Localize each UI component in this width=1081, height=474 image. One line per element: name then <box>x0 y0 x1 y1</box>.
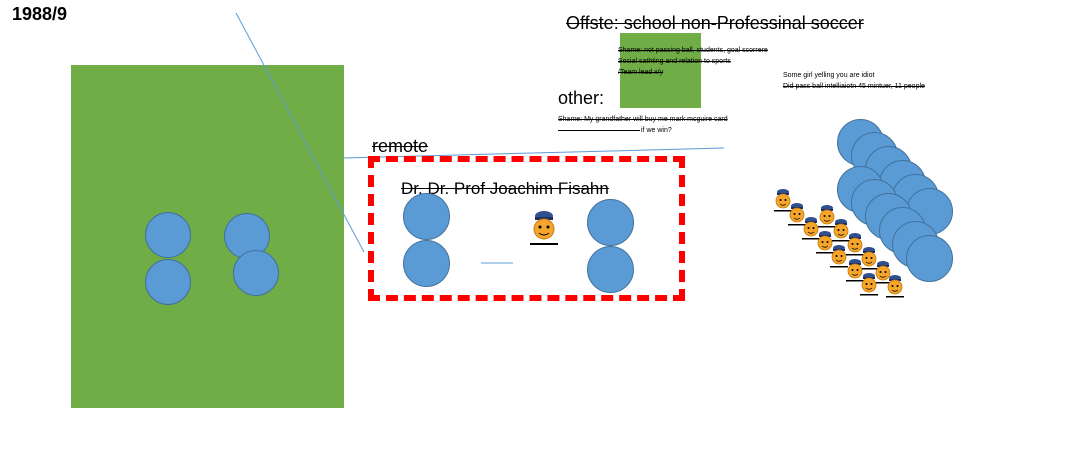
other-label: other: <box>558 88 605 108</box>
girl-note-line: Did pass ball intelliaiotn 45 mintuer, 1… <box>783 83 925 90</box>
player-circle <box>233 250 279 296</box>
shame-note-line: Shame: not passing ball, students, goal … <box>618 47 768 54</box>
year-label: 1988/9 <box>12 4 68 24</box>
player-circle <box>145 259 191 305</box>
police-mascot-icon <box>530 211 558 245</box>
remote-label: remote <box>372 136 429 156</box>
shame-note-line: Social sathting and relation to sports <box>618 58 731 65</box>
small-field <box>620 33 701 108</box>
player-circle <box>403 240 450 287</box>
player-circle <box>403 193 450 240</box>
shame-note-line: /Team lead x/y <box>618 69 664 76</box>
player-circle <box>587 199 634 246</box>
player-circle <box>145 212 191 258</box>
girl-note-line: Some girl yelling you are idiot <box>783 72 875 79</box>
doctor-name: Dr. Dr. Prof Joachim Fisahn <box>401 179 609 198</box>
grandfather-note-line: Shame: My grandfather will buy me mark m… <box>558 116 728 123</box>
player-circle <box>587 246 634 293</box>
mascot-crowd <box>774 188 905 298</box>
underline-stroke <box>558 130 640 131</box>
offside-title: Offste: school non-Professinal soccer <box>566 13 864 33</box>
large-field <box>71 65 344 408</box>
remote-dashed-box <box>368 156 685 301</box>
grandfather-note-line: if we win? <box>641 127 672 134</box>
crowd-circle <box>906 235 953 282</box>
